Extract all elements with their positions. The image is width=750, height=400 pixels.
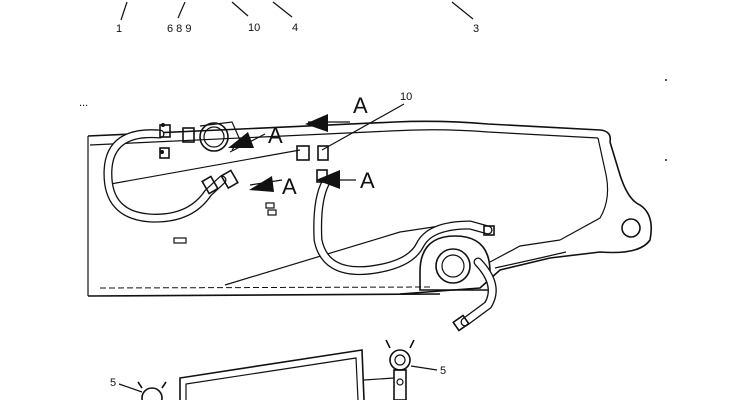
bracket-frame-inner: [185, 357, 359, 400]
leader-line-5-left: [118, 383, 143, 393]
boom-web-line-upper: [104, 149, 301, 186]
leader-line-10-top: [231, 1, 249, 17]
view-arrow: [249, 176, 274, 192]
right-clamp-bar: [363, 377, 395, 381]
boom-top-edge: [87, 120, 612, 143]
bracket-frame: [179, 349, 365, 400]
right-hose-loop-fill: [314, 178, 492, 274]
upper-boss-inner: [203, 126, 225, 148]
callout-6-8-9: 6 8 9: [167, 23, 191, 35]
boom-web-line: [224, 225, 441, 286]
bolt-dot: [160, 150, 164, 154]
clip-small: [173, 237, 187, 244]
stray-dot: [665, 159, 667, 161]
boom-bottom-dashed-edge: [99, 286, 431, 289]
right-clamp-ears: [385, 339, 415, 349]
boom-nose-inner: [559, 137, 609, 241]
fittings: [159, 123, 495, 332]
hoses: [103, 129, 497, 327]
callout-10-top: 10: [248, 22, 260, 34]
lower-pulley-outer: [435, 248, 471, 284]
bolt-dot: [161, 123, 165, 127]
leader-line-1: [120, 1, 128, 21]
left-hose-loop-fill: [104, 130, 226, 222]
lower-pulley-inner: [441, 254, 465, 278]
boom-lower-inner: [489, 239, 561, 263]
corner-mark: ...: [79, 97, 88, 109]
boom-bottom-edge: [87, 293, 441, 297]
right-clamp-bolt: [396, 378, 404, 386]
fitting-left-upper-2: [182, 127, 195, 143]
callout-3: 3: [473, 23, 479, 35]
lower-hose-fill: [461, 258, 496, 326]
left-hose-loop: [103, 129, 227, 223]
leader-line-6-8-9: [177, 1, 186, 19]
fitting-left-lower: [159, 147, 170, 159]
callout-5-right: 5: [440, 365, 446, 377]
view-arrow: [305, 114, 328, 132]
callout-10-main-group: 10: [321, 91, 412, 151]
view-a-markers: A A A A: [228, 93, 375, 199]
leader-line-5-right: [410, 365, 438, 371]
stray-dot: [665, 79, 667, 81]
leader-line-10-main: [321, 103, 405, 151]
right-clamp-stem: [393, 369, 407, 400]
callout-4: 4: [292, 22, 298, 34]
left-clamp-ring: [141, 387, 163, 400]
fitting-bottom-end: [452, 314, 470, 332]
right-clamp-ring: [389, 349, 411, 371]
callout-1: 1: [116, 23, 122, 35]
view-arrow: [316, 170, 340, 189]
upper-boss-outer: [199, 122, 229, 152]
callout-10-main: 10: [400, 91, 412, 103]
view-letter-a: A: [268, 123, 283, 148]
fitting-middle-2: [220, 169, 239, 190]
nose-pin-hole: [621, 218, 641, 238]
view-arrow: [228, 132, 254, 148]
leader-line-3: [451, 1, 474, 20]
bottom-detail: 5 5: [110, 339, 446, 400]
boom-nose: [549, 141, 653, 259]
fitting-right-end: [483, 225, 495, 236]
view-letter-a: A: [282, 174, 297, 199]
fitting-tee-left: [296, 145, 310, 161]
view-letter-a: A: [353, 93, 368, 118]
boom-top-inner-edge: [89, 129, 599, 146]
left-clamp-ears: [137, 381, 167, 389]
clip-small: [267, 209, 277, 216]
callout-5-left: 5: [110, 377, 116, 389]
fitting-tee-right: [317, 145, 329, 161]
right-clamp-hole: [394, 354, 406, 366]
fitting-middle-1: [201, 175, 219, 195]
clip-small: [265, 202, 275, 209]
view-letter-a: A: [360, 168, 375, 193]
leader-line-4: [272, 1, 293, 18]
top-callouts: 1 6 8 9 10 4 3: [116, 1, 479, 35]
boom-brace: [494, 251, 567, 269]
